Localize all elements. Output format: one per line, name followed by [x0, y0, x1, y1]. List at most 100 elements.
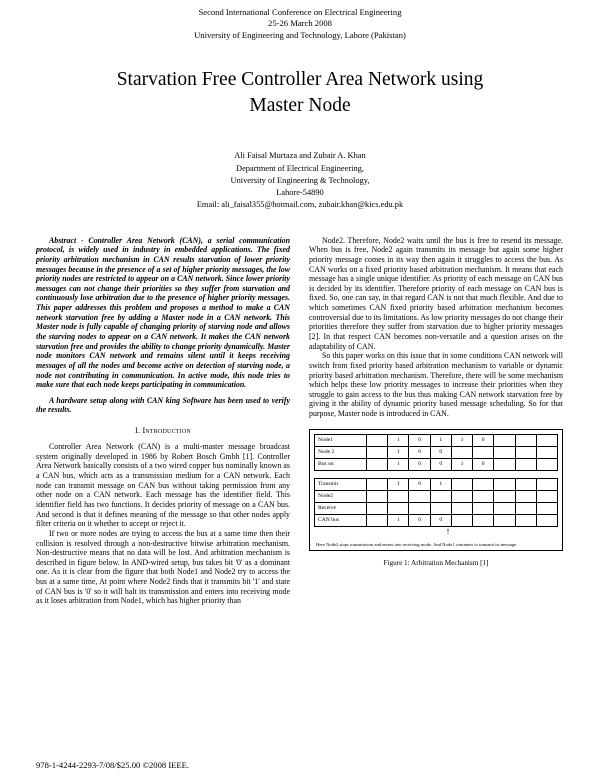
right-paragraph-2: So this paper works on this issue that i… [309, 351, 563, 419]
bit-cell [472, 477, 495, 491]
bit-cell [365, 477, 389, 491]
bit-cell: 0 [408, 457, 431, 471]
bit-cell [472, 445, 495, 459]
bit-cell: 0 [408, 513, 431, 527]
bit-cell: 1 [387, 433, 410, 447]
bit-cell [493, 433, 516, 447]
bit-cell: 0 [429, 445, 452, 459]
row-label: Node 2 [314, 445, 367, 459]
bit-cell [450, 513, 474, 527]
bit-cell [535, 501, 559, 515]
bit-cell [450, 477, 474, 491]
bit-cell [493, 513, 516, 527]
bit-cell [365, 457, 389, 471]
bit-cell [365, 513, 389, 527]
abstract-paragraph-2: A hardware setup along with CAN king Sof… [36, 395, 290, 415]
bit-cell [365, 433, 389, 447]
row-label: Bus on [314, 457, 367, 471]
author-block: Ali Faisal Murtaza and Zubair A. Khan De… [0, 150, 600, 212]
bit-cell: 0 [429, 457, 452, 471]
bit-cell [535, 445, 559, 459]
table-row: Receive [314, 501, 559, 515]
bit-cell [387, 489, 410, 503]
author-email: Email: ali_faisal355@hotmail.com, zubair… [196, 200, 404, 210]
bit-cell: 1 [387, 457, 410, 471]
bit-cell [493, 477, 516, 491]
title-line-2: Master Node [249, 95, 351, 117]
row-label: CAN bus [314, 513, 367, 527]
bit-cell [450, 489, 474, 503]
section-heading-introduction: I. Introduction [135, 426, 191, 436]
bit-cell: 0 [408, 445, 431, 459]
bit-cell [450, 445, 474, 459]
left-paragraph-1: Controller Area Network (CAN) is a multi… [36, 442, 290, 529]
right-paragraph-1: Node2. Therefore, Node2 waits until the … [309, 235, 563, 351]
bit-cell [365, 489, 389, 503]
conference-name: Second International Conference on Elect… [198, 7, 402, 17]
bit-cell [493, 501, 516, 515]
figure-caption: Figure 1: Arbitration Mechanism [1] [383, 558, 489, 567]
paper-page: Second International Conference on Elect… [0, 7, 600, 783]
bit-cell [365, 445, 389, 459]
arrow-row: ↑ [314, 525, 558, 539]
page-footer: 978-1-4244-2293-7/08/$25.00 ©2008 IEEE. [36, 760, 190, 770]
conference-venue: University of Engineering and Technology… [194, 29, 406, 40]
conference-date: 25-26 March 2008 [268, 18, 332, 29]
bit-cell: 1 [429, 477, 452, 491]
abstract-paragraph-1: Abstract - Controller Area Network (CAN)… [36, 235, 290, 390]
table-row: Node2 [314, 489, 559, 503]
bit-cell: 1 [429, 433, 452, 447]
bit-cell [493, 445, 516, 459]
bit-cell: 1 [387, 477, 410, 491]
bit-cell [535, 513, 559, 527]
body-columns: Abstract - Controller Area Network (CAN)… [36, 236, 564, 606]
bit-cell [514, 445, 537, 459]
figure-note: Here Node2 stops transmission and enters… [316, 541, 517, 547]
bit-cell [535, 477, 559, 491]
bit-cell [365, 501, 389, 515]
bit-cell [535, 433, 559, 447]
title-line-1: Starvation Free Controller Area Network … [116, 69, 484, 91]
author-names: Ali Faisal Murtaza and Zubair A. Khan [234, 150, 366, 160]
bit-cell [429, 489, 452, 503]
bit-cell [387, 501, 410, 515]
row-label: Receive [314, 501, 367, 515]
bit-cell: 1 [450, 457, 474, 471]
bit-cell [472, 489, 495, 503]
bit-cell [493, 457, 516, 471]
conference-header: Second International Conference on Elect… [0, 7, 600, 41]
bit-cell: 0 [472, 457, 495, 471]
bit-cell [408, 501, 431, 515]
right-column: Node2. Therefore, Node2 waits until the … [309, 236, 563, 606]
bit-cell [472, 513, 495, 527]
up-arrow-icon: ↑ [445, 525, 451, 536]
figure-spacer [314, 471, 558, 478]
bit-cell: 0 [429, 513, 452, 527]
bit-cell [408, 489, 431, 503]
affiliation-line-1: Department of Electrical Engineering, [236, 163, 364, 173]
left-paragraph-2: If two or more nodes are trying to acces… [36, 528, 290, 606]
bit-cell [535, 457, 559, 471]
bit-cell [514, 489, 537, 503]
bit-cell: 1 [387, 445, 410, 459]
affiliation-line-2: University of Engineering & Technology, [230, 176, 370, 186]
bit-cell [450, 501, 474, 515]
bit-cell: 0 [408, 433, 431, 447]
bit-cell [429, 501, 452, 515]
row-label: Node2 [314, 489, 367, 503]
page-title: Starvation Free Controller Area Network … [52, 67, 548, 120]
bit-cell: 0 [472, 433, 495, 447]
bit-cell [472, 501, 495, 515]
bit-cell [514, 501, 537, 515]
